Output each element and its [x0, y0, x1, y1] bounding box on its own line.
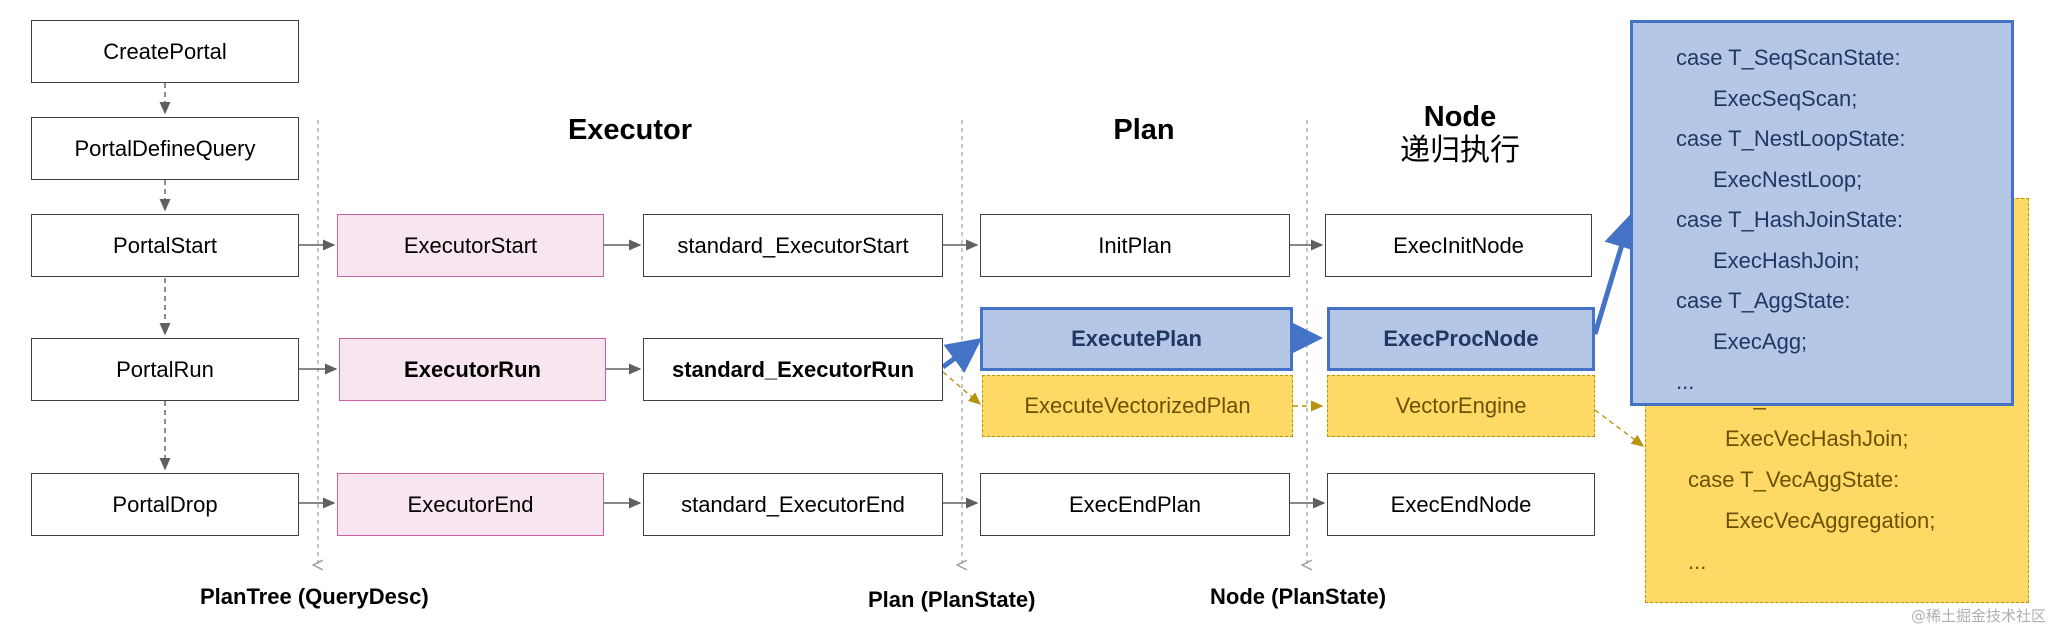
arrow-standardrun-to-executeplan: [941, 338, 983, 373]
box-portaldefinequery: PortalDefineQuery: [31, 117, 299, 180]
yellow-line-5: ...: [1688, 549, 1707, 574]
box-portalrun: PortalRun: [31, 338, 299, 401]
arrow-standardrun-to-vectorizedplan: [942, 371, 982, 405]
box-standard-executorend: standard_ExecutorEnd: [643, 473, 943, 536]
box-executeplan: ExecutePlan: [980, 307, 1293, 371]
footer-node: Node (PlanState): [1210, 584, 1387, 609]
blue-line-2: ExecSeqScan;: [1713, 86, 1858, 111]
box-createportal: CreatePortal: [31, 20, 299, 83]
heading-node-subtitle: 递归执行: [1400, 133, 1520, 168]
watermark: @稀土掘金技术社区: [1910, 607, 2046, 625]
heading-plan: Plan: [1113, 114, 1175, 146]
blue-line-1: case T_SeqScanState:: [1676, 45, 1901, 70]
box-execendplan: ExecEndPlan: [980, 473, 1290, 536]
blue-line-8: ExecAgg;: [1713, 329, 1808, 354]
blue-line-7: case T_AggState:: [1676, 288, 1851, 313]
box-executevectorizedplan: ExecuteVectorizedPlan: [982, 375, 1293, 437]
box-portalstart: PortalStart: [31, 214, 299, 277]
heading-node-title: Node: [1423, 101, 1497, 133]
blue-line-4: ExecNestLoop;: [1713, 167, 1863, 192]
box-standard-executorstart: standard_ExecutorStart: [643, 214, 943, 277]
yellow-line-4: ExecVecAggregation;: [1725, 508, 1936, 533]
box-vectorengine: VectorEngine: [1327, 375, 1595, 437]
arrow-execprocnode-to-bluepanel: [1592, 213, 1639, 335]
box-execendnode: ExecEndNode: [1327, 473, 1595, 536]
box-execinitnode: ExecInitNode: [1325, 214, 1592, 277]
footer-plan: Plan (PlanState): [868, 587, 1036, 612]
box-initplan: InitPlan: [980, 214, 1290, 277]
blue-line-9: ...: [1676, 369, 1695, 394]
heading-node: Node 递归执行: [1360, 101, 1560, 168]
heading-executor: Executor: [567, 114, 693, 146]
box-executorrun: ExecutorRun: [339, 338, 606, 401]
box-portaldrop: PortalDrop: [31, 473, 299, 536]
blue-line-5: case T_HashJoinState:: [1676, 207, 1904, 232]
blue-line-3: case T_NestLoopState:: [1676, 126, 1906, 151]
arrow-vectorengine-to-yellowpanel: [1594, 409, 1645, 447]
box-standard-executorrun: standard_ExecutorRun: [643, 338, 943, 401]
blue-line-6: ExecHashJoin;: [1713, 248, 1860, 273]
box-executorend: ExecutorEnd: [337, 473, 604, 536]
case-switch-panel: case T_SeqScanState: ExecSeqScan; case T…: [1630, 20, 2014, 406]
box-execprocnode: ExecProcNode: [1327, 307, 1595, 371]
yellow-line-3: case T_VecAggState:: [1688, 467, 1900, 492]
yellow-line-2: ExecVecHashJoin;: [1725, 426, 1909, 451]
footer-plantree: PlanTree (QueryDesc): [200, 584, 429, 609]
box-executorstart: ExecutorStart: [337, 214, 604, 277]
